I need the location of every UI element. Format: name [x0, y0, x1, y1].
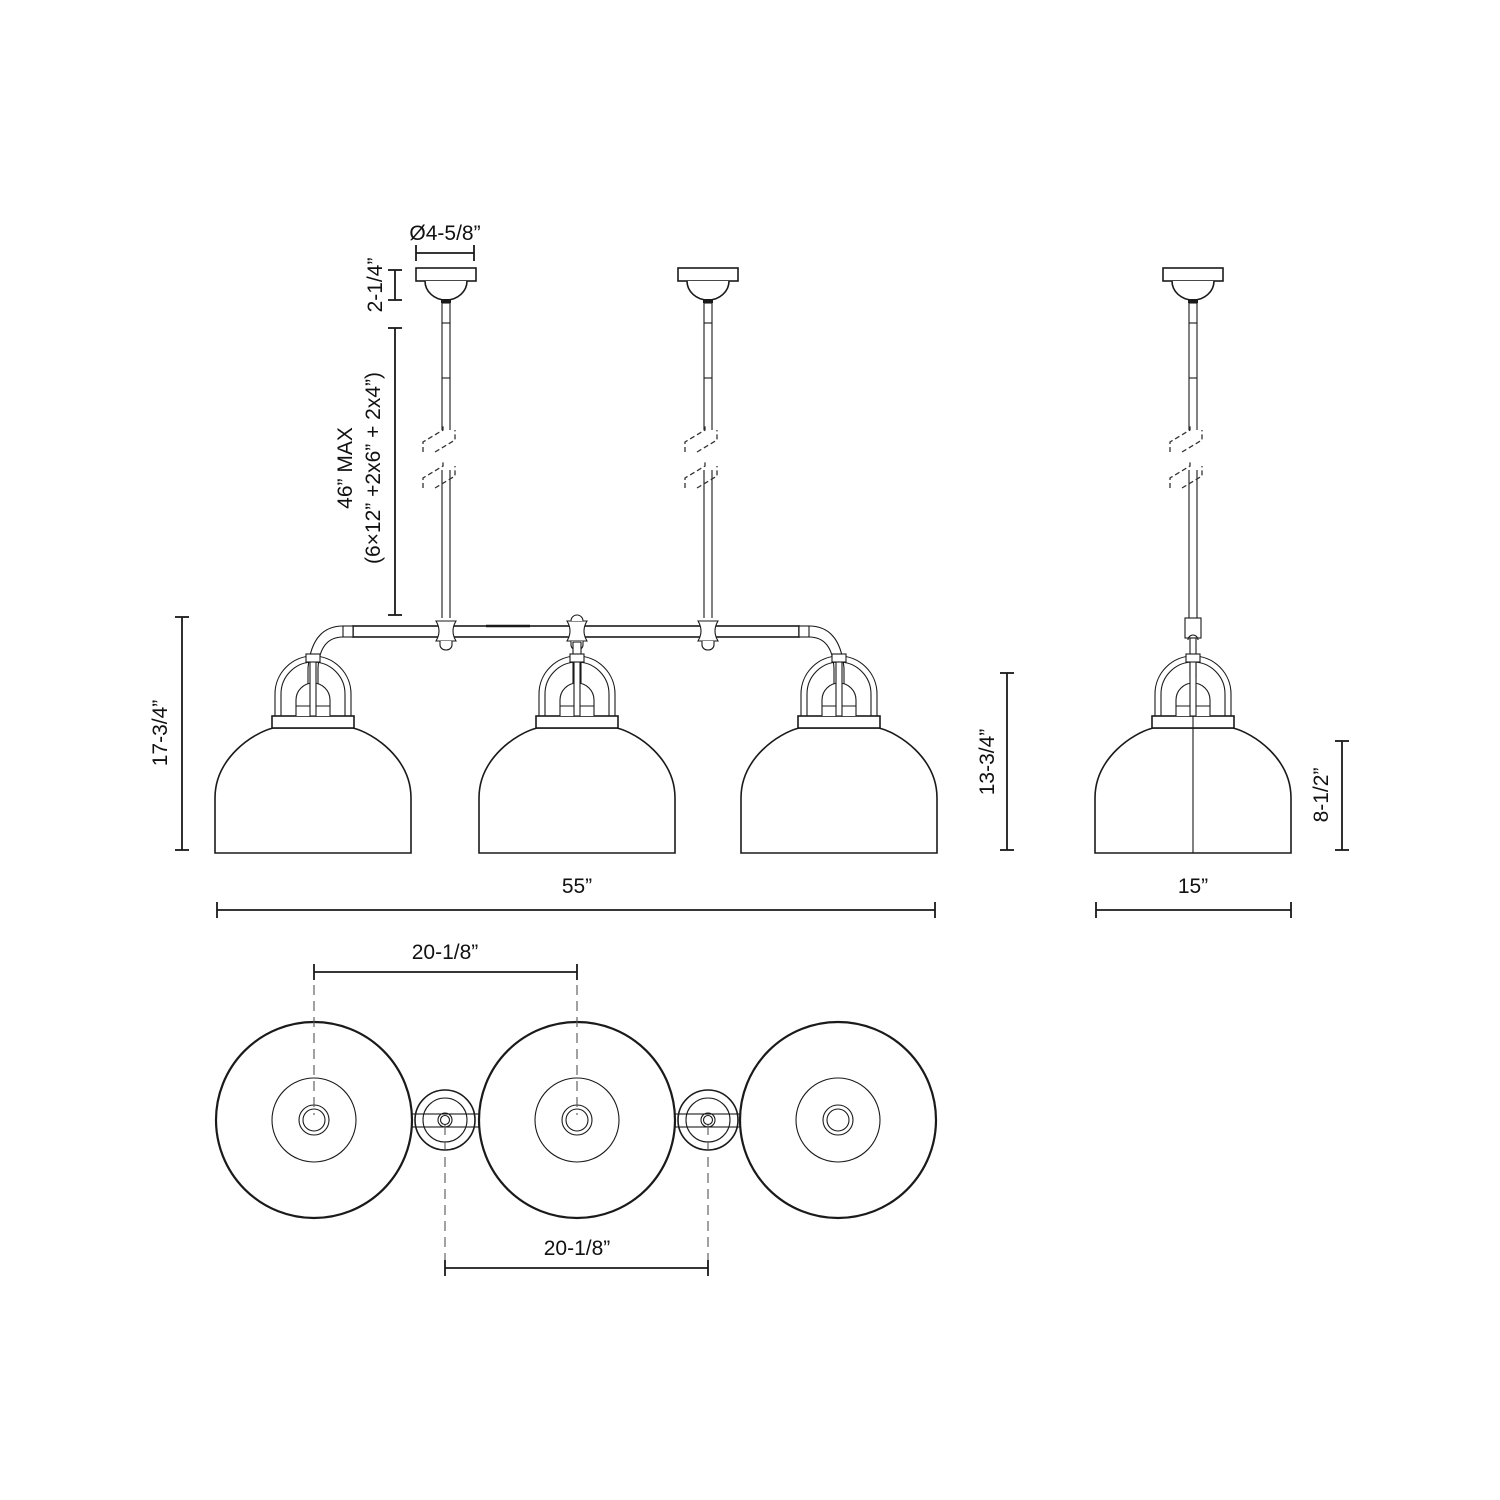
canopy-right	[677, 267, 739, 324]
shade-center	[478, 653, 676, 854]
top-plan-view	[214, 985, 938, 1265]
label-rod-spacing: 20-1/8”	[544, 1237, 611, 1260]
shade-right	[740, 653, 938, 854]
canopy-left	[415, 267, 477, 324]
label-overall-width: 55”	[562, 875, 592, 898]
side-elevation-view	[1094, 267, 1292, 854]
plan-shade-right	[738, 1020, 938, 1220]
dim-rod-spacing: 20-1/8”	[444, 1237, 709, 1276]
label-canopy-height: 2-1/4”	[364, 258, 387, 313]
dim-shade-assembly-height: 13-3/4”	[976, 672, 1014, 851]
dim-shade-height: 8-1/2”	[1310, 740, 1349, 851]
dim-rod-max: 46” MAX (6×12” +2x6” + 2x4”)	[334, 327, 402, 616]
label-shade-width: 15”	[1178, 875, 1208, 898]
dim-canopy-height: 2-1/4”	[364, 258, 402, 313]
front-elevation-view	[214, 267, 938, 854]
label-shade-spacing: 20-1/8”	[412, 941, 479, 964]
dim-canopy-diameter: Ø4-5/8”	[409, 222, 481, 261]
rod-left	[422, 323, 456, 618]
label-shade-height: 8-1/2”	[1310, 768, 1333, 823]
shade-left	[214, 653, 412, 854]
dim-shade-width: 15”	[1095, 875, 1292, 918]
dim-overall-width: 55”	[216, 875, 936, 918]
dim-shade-spacing: 20-1/8”	[313, 941, 578, 980]
label-shade-assembly-height: 13-3/4”	[976, 729, 999, 796]
label-rod-breakdown: (6×12” +2x6” + 2x4”)	[362, 372, 385, 564]
dim-overall-height: 17-3/4”	[149, 616, 189, 851]
rod-right	[684, 323, 718, 618]
label-overall-height: 17-3/4”	[149, 700, 172, 767]
label-canopy-diameter: Ø4-5/8”	[409, 222, 480, 245]
label-rod-max: 46” MAX	[334, 427, 357, 509]
